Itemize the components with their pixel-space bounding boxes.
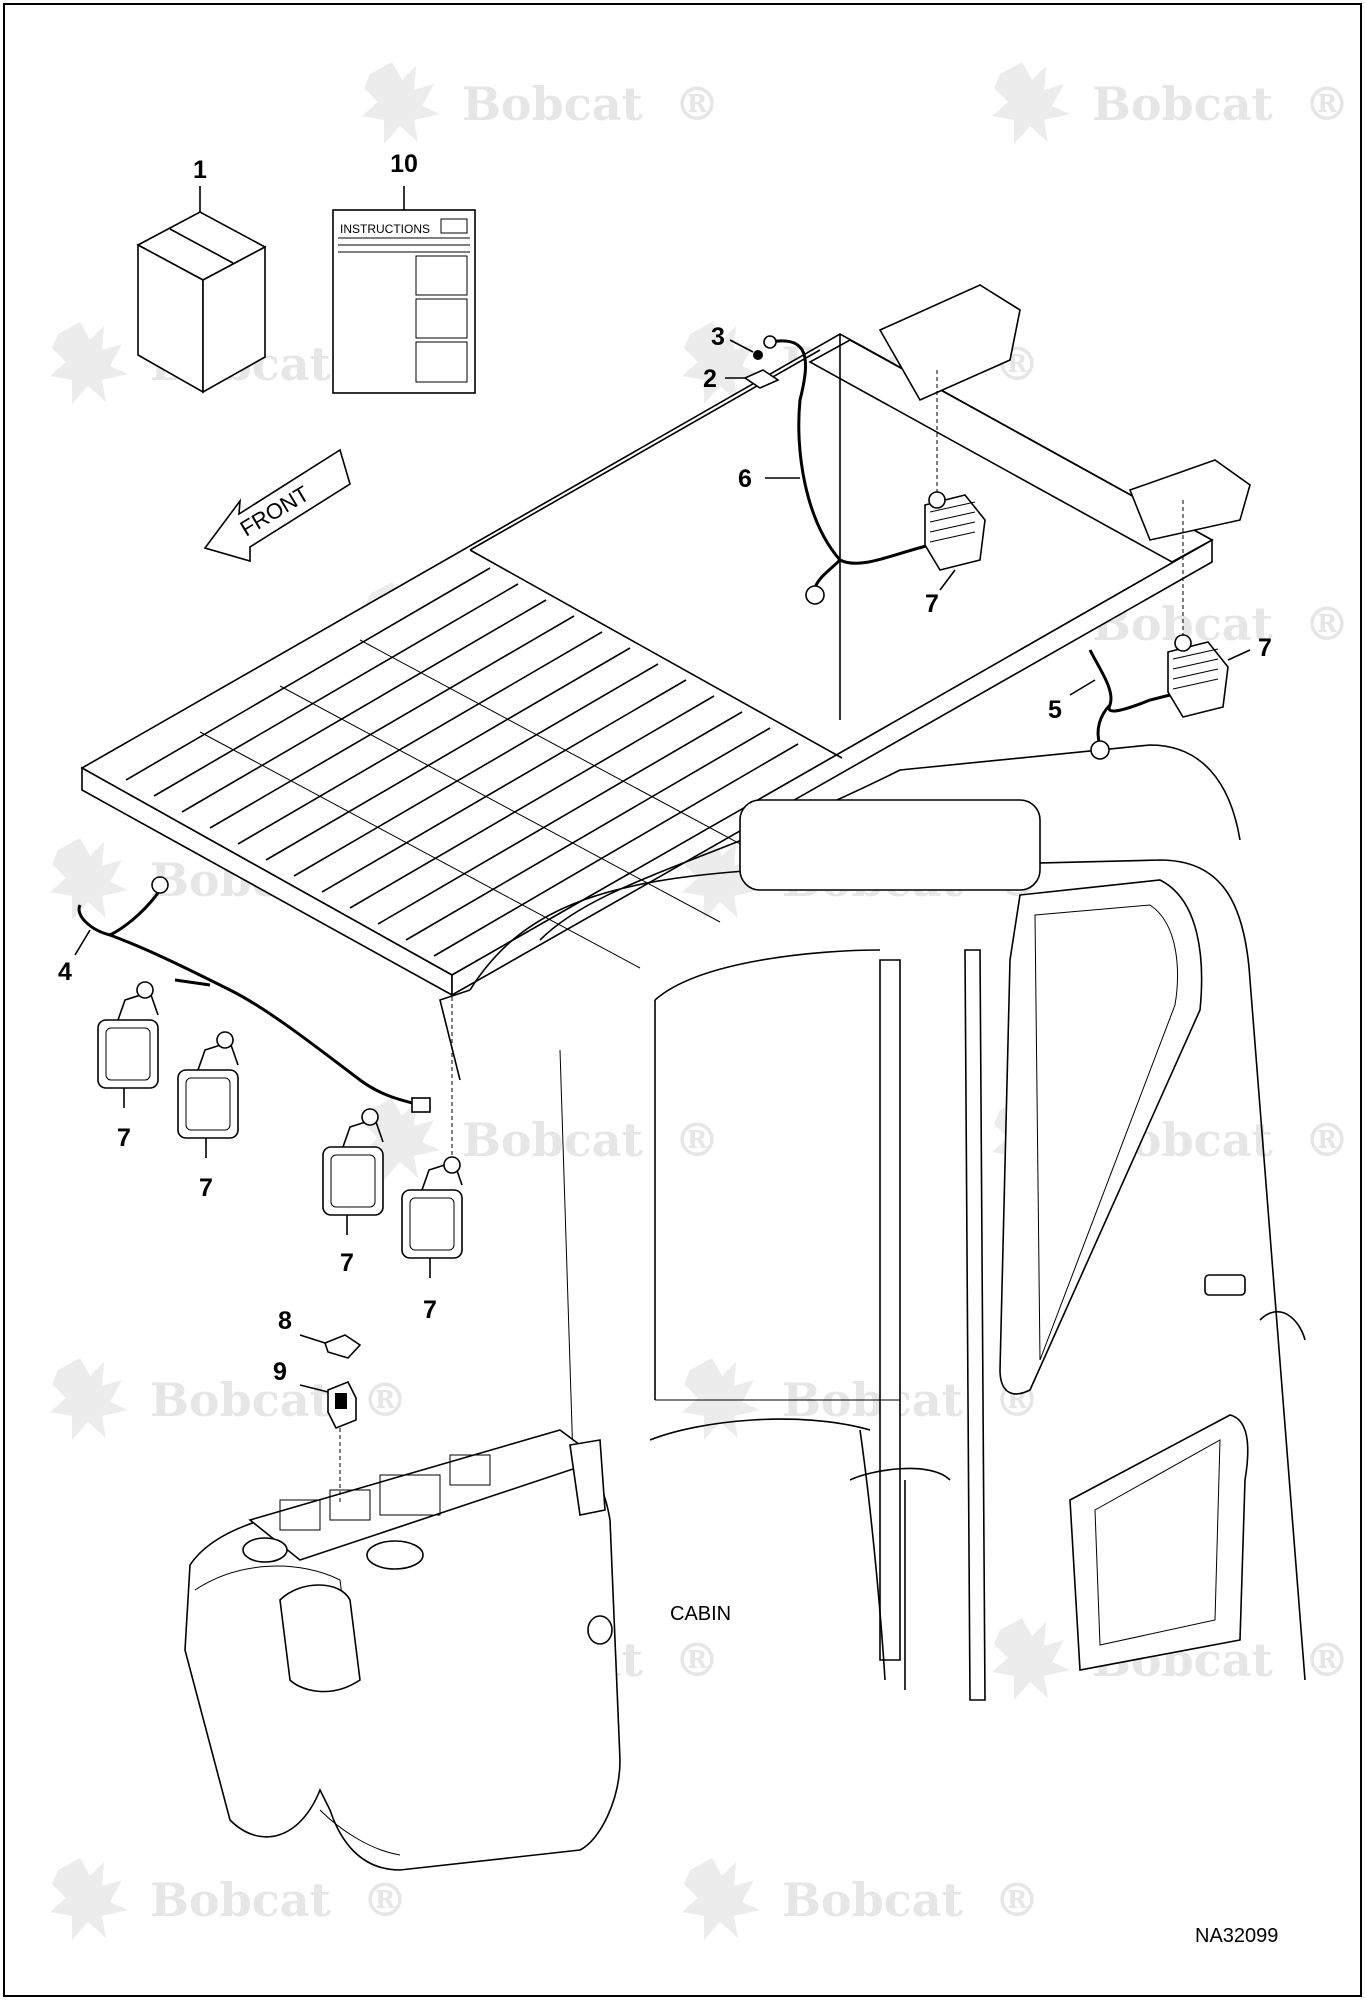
work-light-rear-right: 7 [1167,500,1272,718]
work-light-front-3: 7 [322,1108,384,1277]
instructions-header: INSTRUCTIONS [340,222,430,236]
watermark-mark: ® [1304,1113,1350,1167]
work-light-front-1: 7 [97,981,159,1152]
callout-light-front-3: 7 [340,1249,354,1277]
rocker-switch: 9 [273,1358,357,1505]
callout-bracket: 2 [703,365,717,393]
watermark-mark: ® [1304,77,1350,131]
cabin-body [439,744,1306,1701]
watermark-mark: ® [1304,597,1350,651]
callout-rear-harness: 6 [738,465,752,493]
roof-guard [80,284,1251,997]
watermark-text: Bobcat [150,1873,332,1927]
figure-id: NA32099 [1195,1925,1278,1947]
diagram-frame [3,3,1362,1997]
watermark-mark: ® [674,77,720,131]
front-harness: 4 [58,876,431,1113]
watermark-mark: ® [1304,1633,1350,1687]
work-light-front-2: 7 [177,1031,239,1202]
watermark-text: Bobcat [782,1873,964,1927]
watermark-text: Bobcat [462,1113,644,1167]
callout-front-harness: 4 [58,958,72,986]
watermark-mark: ® [362,1373,408,1427]
watermark-mark: ® [994,1873,1040,1927]
callout-kit-box: 1 [193,156,207,184]
callout-right-harness: 5 [1048,696,1062,724]
instructions-sheet: INSTRUCTIONS 10 [332,150,476,394]
callout-light-rear-top: 7 [925,590,939,618]
watermark: Bobcat ® [362,62,720,144]
watermark: Bobcat ® [50,1858,408,1940]
callout-light-front-2: 7 [199,1174,213,1202]
callout-light-front-1: 7 [117,1124,131,1152]
watermark-text: Bobcat [1092,77,1274,131]
callout-light-front-4: 7 [423,1296,437,1324]
kit-box: 1 [136,156,267,394]
cabin-label: CABIN [670,1603,731,1625]
watermark: Bobcat ® [992,62,1350,144]
watermark: Bobcat ® [50,1358,408,1440]
watermark: Bobcat ® [362,1098,720,1180]
right-harness: 5 [1048,649,1171,760]
watermark-text: Bobcat [462,77,644,131]
fastener: 3 [711,323,763,360]
callout-instructions: 10 [390,150,418,178]
watermark-mark: ® [362,1873,408,1927]
mounting-bracket: 2 [703,365,780,393]
watermark-mark: ® [674,1113,720,1167]
callout-light-rear-right: 7 [1258,634,1272,662]
watermark-mark: ® [674,1633,720,1687]
watermark-text: Bobcat [150,1373,332,1427]
work-light-rear-top: 7 [924,370,986,618]
watermark: Bobcat ® [682,1858,1040,1940]
callout-fastener: 3 [711,323,725,351]
control-console [184,1429,621,1871]
callout-switch-cover: 8 [278,1307,292,1335]
rear-harness: 6 [738,335,931,605]
switch-cover: 8 [278,1307,362,1359]
callout-switch: 9 [273,1358,287,1386]
work-light-front-4: 7 [401,990,463,1324]
front-arrow: FRONT [203,448,351,563]
